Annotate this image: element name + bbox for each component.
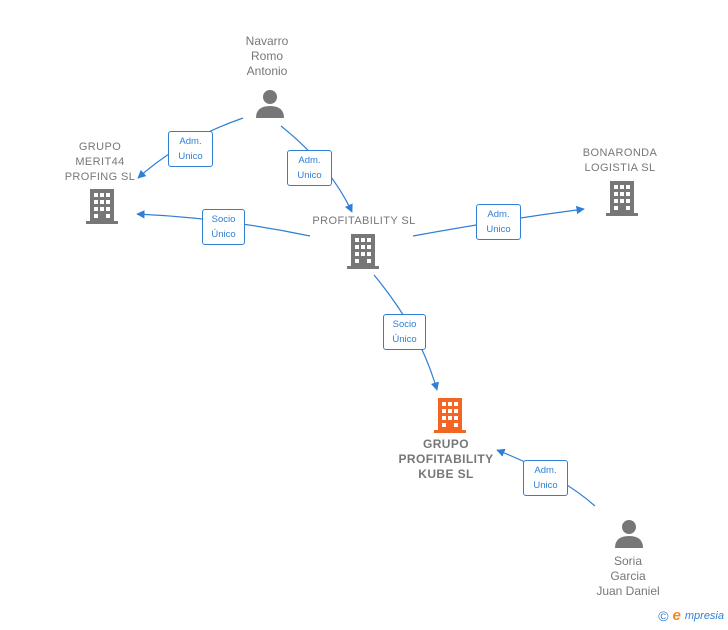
brand-e-logo: e	[672, 607, 681, 624]
grupo-merit44-label: GRUPO MERIT44 PROFING SL	[64, 141, 136, 183]
brand-name: mpresia	[684, 609, 724, 622]
edge-label-socio-unico: Socio Único	[383, 314, 426, 350]
edge-label-socio-unico: Socio Único	[202, 209, 245, 245]
building-icon[interactable]	[606, 181, 638, 216]
building-icon[interactable]	[347, 234, 379, 269]
grupo-kube-label: GRUPO PROFITABILITY KUBE SL	[398, 437, 494, 481]
bonaronda-label: BONARONDA LOGISTIA SL	[582, 147, 658, 174]
soria-label: Soria Garcia Juan Daniel	[596, 554, 660, 598]
person-icon[interactable]	[255, 89, 285, 119]
navarro-label: Navarro Romo Antonio	[245, 34, 289, 78]
building-icon[interactable]	[86, 189, 118, 224]
edge-label-adm-unico: Adm. Unico	[287, 150, 332, 186]
profitability-label: PROFITABILITY SL	[312, 215, 416, 227]
person-icon[interactable]	[614, 519, 644, 549]
edge-label-adm-unico: Adm. Unico	[476, 204, 521, 240]
copyright-symbol: ©	[658, 607, 669, 624]
edge-label-adm-unico: Adm. Unico	[168, 131, 213, 167]
building-icon[interactable]	[434, 398, 466, 433]
edge-label-adm-unico: Adm. Unico	[523, 460, 568, 496]
